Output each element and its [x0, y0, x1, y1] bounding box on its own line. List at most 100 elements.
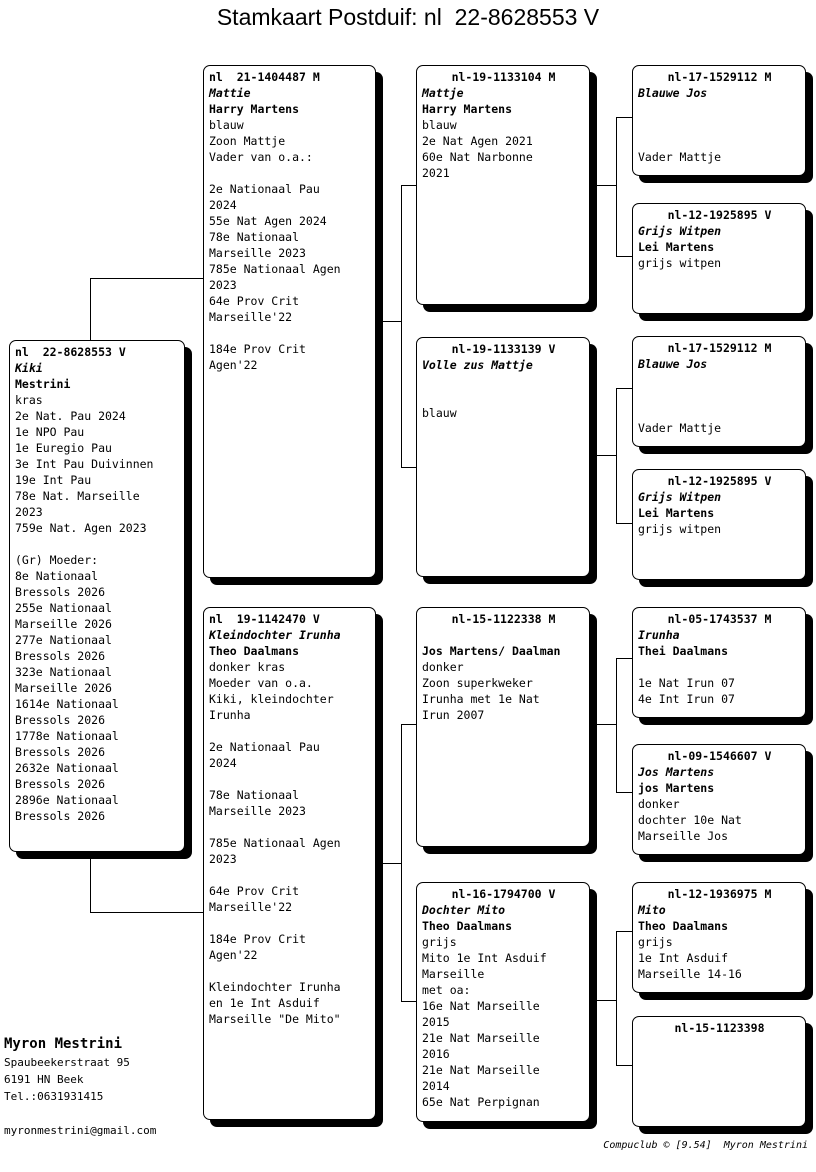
connector-line — [401, 724, 416, 725]
info-line: 184e Prov Crit — [209, 342, 306, 356]
info-line: Moeder van o.a. — [209, 676, 313, 690]
pigeon-name: Kleindochter Irunha — [209, 628, 341, 642]
info-line — [209, 819, 371, 835]
connector-line — [590, 185, 616, 186]
info-line: Bressols 2026 — [15, 809, 106, 823]
info-line: Marseille — [422, 967, 485, 981]
pigeon-name: Grijs Witpen — [638, 490, 722, 504]
info-line: grijs witpen — [638, 522, 722, 536]
info-line — [15, 536, 180, 552]
info-line: donker kras — [209, 660, 286, 674]
connector-line — [376, 321, 401, 322]
info-line: Kiki, kleindochter — [209, 692, 334, 706]
pigeon-name: Volle zus Mattje — [422, 358, 533, 372]
info-line: Marseille 14-16 — [638, 967, 742, 981]
info-line: 2015 — [422, 1015, 450, 1029]
pigeon-name: Mattie — [209, 86, 251, 100]
breeder-name — [422, 373, 585, 389]
pigeon-name: Grijs Witpen — [638, 224, 722, 238]
info-line — [209, 963, 371, 979]
ring-number: nl-15-1123398 — [674, 1021, 765, 1035]
connector-line — [401, 185, 416, 186]
info-line: 2896e Nationaal — [15, 793, 119, 807]
owner-email[interactable]: myronmestrini@gmail.com — [4, 1124, 157, 1137]
info-line: 1778e Nationaal — [15, 729, 119, 743]
info-line: 1e NPO Pau — [15, 425, 85, 439]
info-line: 8e Nationaal — [15, 569, 99, 583]
connector-line — [616, 1065, 632, 1066]
connector-line — [590, 1000, 616, 1001]
info-line: 4e Int Irun 07 — [638, 692, 735, 706]
breeder-name: Theo Daalmans — [638, 919, 729, 933]
info-line: met oa: — [422, 983, 471, 997]
ring-number: nl-19-1133104 M — [451, 70, 556, 84]
connector-line — [90, 278, 203, 279]
info-line: 78e Nationaal — [209, 788, 300, 802]
page-title: Stamkaart Postduif: nl 22-8628553 V — [216, 4, 600, 30]
pigeon-name: Mito — [638, 903, 666, 917]
connector-line — [590, 455, 616, 456]
pigeon-card-mm-mother[interactable]: nl-15-1123398 — [632, 1016, 806, 1127]
info-line: blauw — [209, 118, 244, 132]
info-line: 184e Prov Crit — [209, 932, 306, 946]
pigeon-name: Blauwe Jos — [638, 86, 708, 100]
connector-line — [616, 523, 632, 524]
info-line: 55e Nat Agen 2024 — [209, 214, 327, 228]
pigeon-name: Mattje — [422, 86, 464, 100]
info-line: 2014 — [422, 1079, 450, 1093]
info-line: Vader Mattje — [638, 421, 722, 435]
info-line: en 1e Int Asduif — [209, 996, 320, 1010]
breeder-name: Theo Daalmans — [209, 644, 300, 658]
pigeon-name: Dochter Mito — [422, 903, 506, 917]
info-line — [422, 389, 585, 405]
info-line: Marseille'22 — [209, 310, 293, 324]
info-line: Kleindochter Irunha — [209, 980, 341, 994]
info-line: Zoon superkweker — [422, 676, 533, 690]
info-line: 277e Nationaal — [15, 633, 112, 647]
info-line: 2e Nat Agen 2021 — [422, 134, 533, 148]
pigeon-name: Irunha — [638, 628, 680, 642]
pigeon-card-father-mother[interactable]: nl-19-1133139 V Volle zus Mattje blauw — [416, 337, 590, 577]
info-line: 2023 — [209, 852, 237, 866]
info-line: Zoon Mattje — [209, 134, 286, 148]
info-line: 2024 — [209, 198, 237, 212]
breeder-name: Jos Martens/ Daalman — [422, 644, 561, 658]
breeder-name: Thei Daalmans — [638, 644, 729, 658]
ring-number: nl 19-1142470 V — [209, 612, 320, 626]
footer-credit: Compuclub © [9.54] Myron Mestrini — [603, 1140, 808, 1151]
info-line: Marseille "De Mito" — [209, 1012, 341, 1026]
connector-line — [616, 658, 632, 659]
info-line: blauw — [422, 118, 457, 132]
connector-line — [616, 931, 632, 932]
connector-line — [590, 724, 616, 725]
info-line: blauw — [422, 406, 457, 420]
info-line: 64e Prov Crit — [209, 294, 300, 308]
info-line: Bressols 2026 — [15, 777, 106, 791]
breeder-name — [638, 101, 801, 117]
info-line: 1e Int Asduif — [638, 951, 729, 965]
info-line: dochter 10e Nat — [638, 813, 742, 827]
ring-number: nl-16-1794700 V — [451, 887, 556, 901]
info-line: Agen'22 — [209, 948, 258, 962]
connector-line — [90, 912, 203, 913]
ring-number: nl 22-8628553 V — [15, 345, 126, 359]
ring-number: nl-19-1133139 V — [451, 342, 556, 356]
info-line — [209, 325, 371, 341]
info-line: 1e Nat Irun 07 — [638, 676, 735, 690]
info-line — [638, 117, 801, 133]
ring-number: nl-17-1529112 M — [667, 341, 772, 355]
info-line — [209, 867, 371, 883]
